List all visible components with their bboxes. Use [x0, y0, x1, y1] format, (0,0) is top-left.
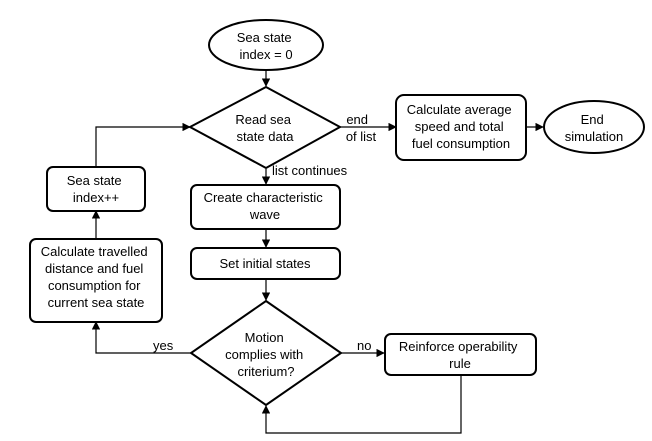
node-reinforce: [384, 333, 537, 376]
edge-label-end-of-list: end of list: [346, 112, 377, 144]
connectors: [91, 70, 544, 434]
calc-avg-label: Calculate average speed and total fuel c…: [407, 102, 515, 151]
edge-label-list-continues: list continues: [272, 163, 348, 178]
reinforce-label: Reinforce operability rule: [399, 339, 521, 371]
node-set-states: [190, 247, 341, 280]
sea-inc-label: Sea state index++: [67, 173, 126, 205]
edge-label-no: no: [357, 338, 371, 353]
calc-dist-label: Calculate travelled distance and fuel co…: [41, 244, 152, 310]
motion-label: Motion complies with criterium?: [225, 330, 307, 379]
node-calc-dist: [29, 238, 163, 323]
end-label: End simulation: [565, 112, 624, 144]
edge-reinforce-loop-back: [261, 375, 462, 434]
edge-sea-inc-to-read: [95, 122, 191, 166]
set-states-label: Set initial states: [219, 256, 311, 271]
node-start: [208, 19, 324, 71]
edge-label-yes: yes: [153, 338, 174, 353]
read-label: Read sea state data: [235, 112, 294, 144]
node-create-wave: [190, 184, 341, 230]
edge-motion-yes-to-calc-dist: [91, 321, 191, 354]
node-end: [543, 100, 645, 154]
node-read-decision: [187, 85, 343, 170]
start-label: Sea state index = 0: [237, 30, 296, 62]
create-wave-label: Create characteristic wave: [204, 190, 327, 222]
node-motion-decision: [189, 299, 343, 407]
node-calc-avg: [395, 94, 527, 161]
node-sea-inc: [46, 166, 146, 212]
